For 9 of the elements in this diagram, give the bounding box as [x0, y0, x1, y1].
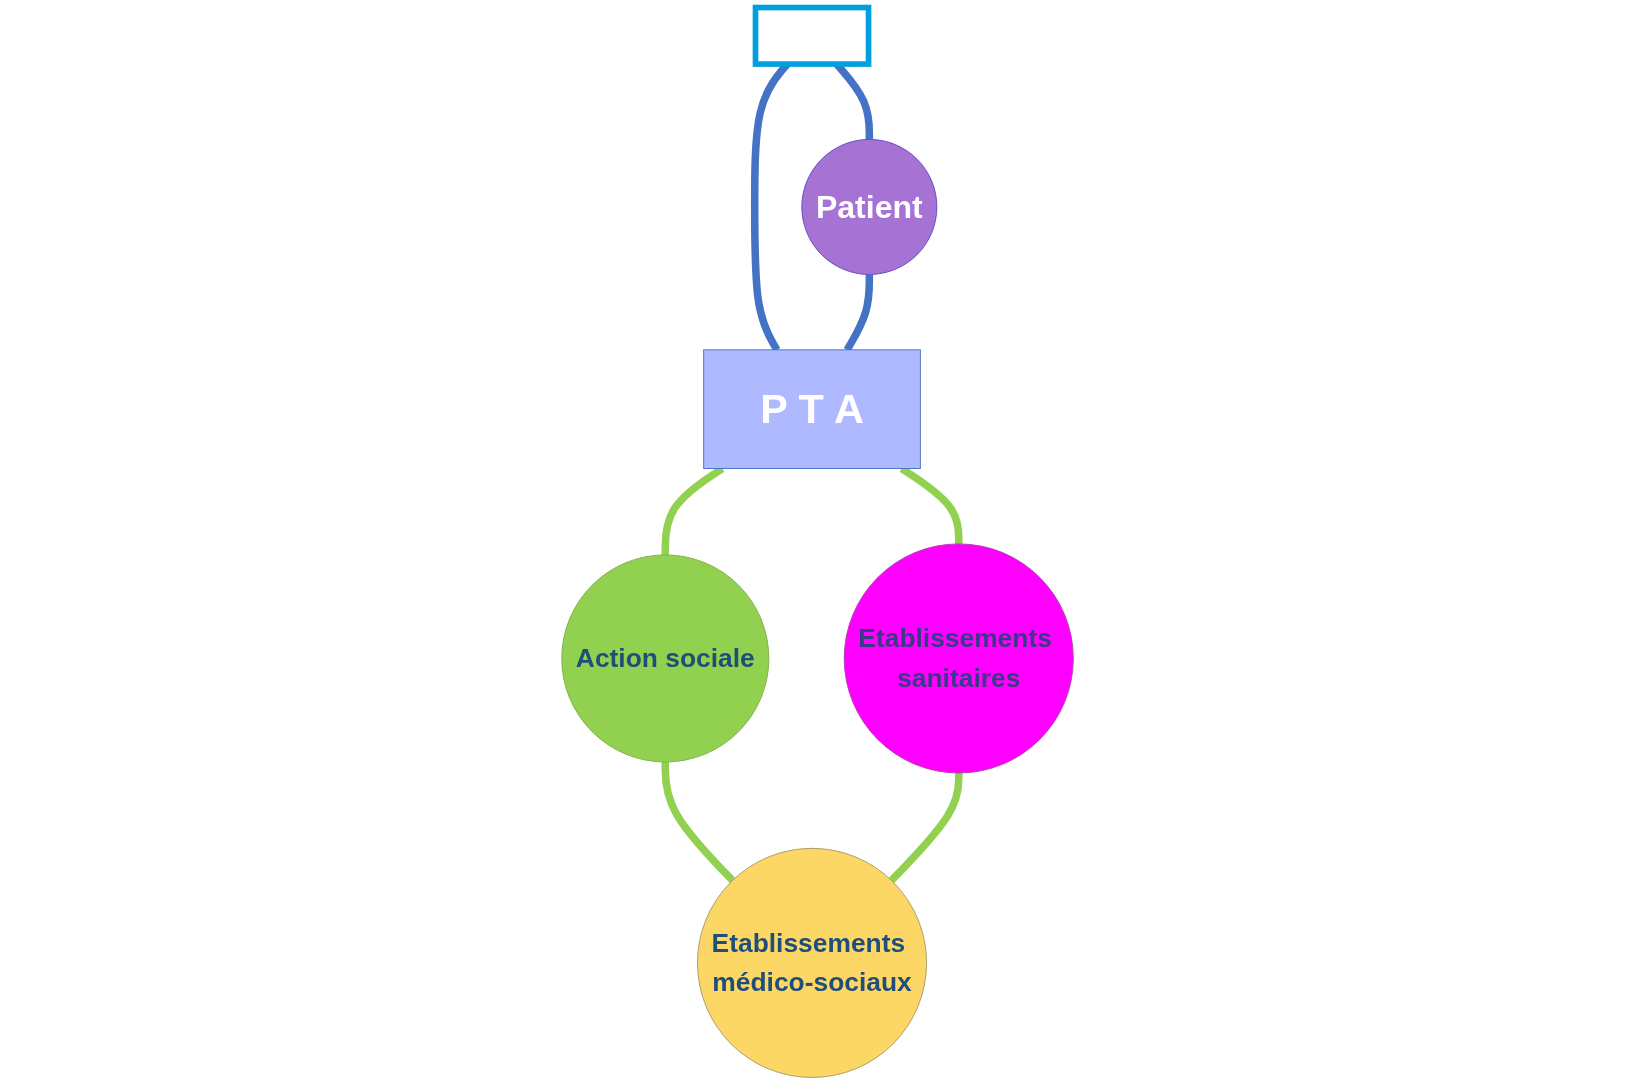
- node-circle: Patient: [801, 138, 938, 275]
- node-box: [752, 4, 872, 67]
- connector: [661, 762, 736, 884]
- node-circle: Etablissements médico-sociaux: [696, 847, 927, 1078]
- connector: [888, 773, 963, 884]
- node-circle: Action sociale: [561, 554, 770, 763]
- node-circle: Etablissements sanitaires: [843, 543, 1074, 774]
- node-box: P T A: [703, 349, 921, 469]
- connector: [843, 274, 874, 352]
